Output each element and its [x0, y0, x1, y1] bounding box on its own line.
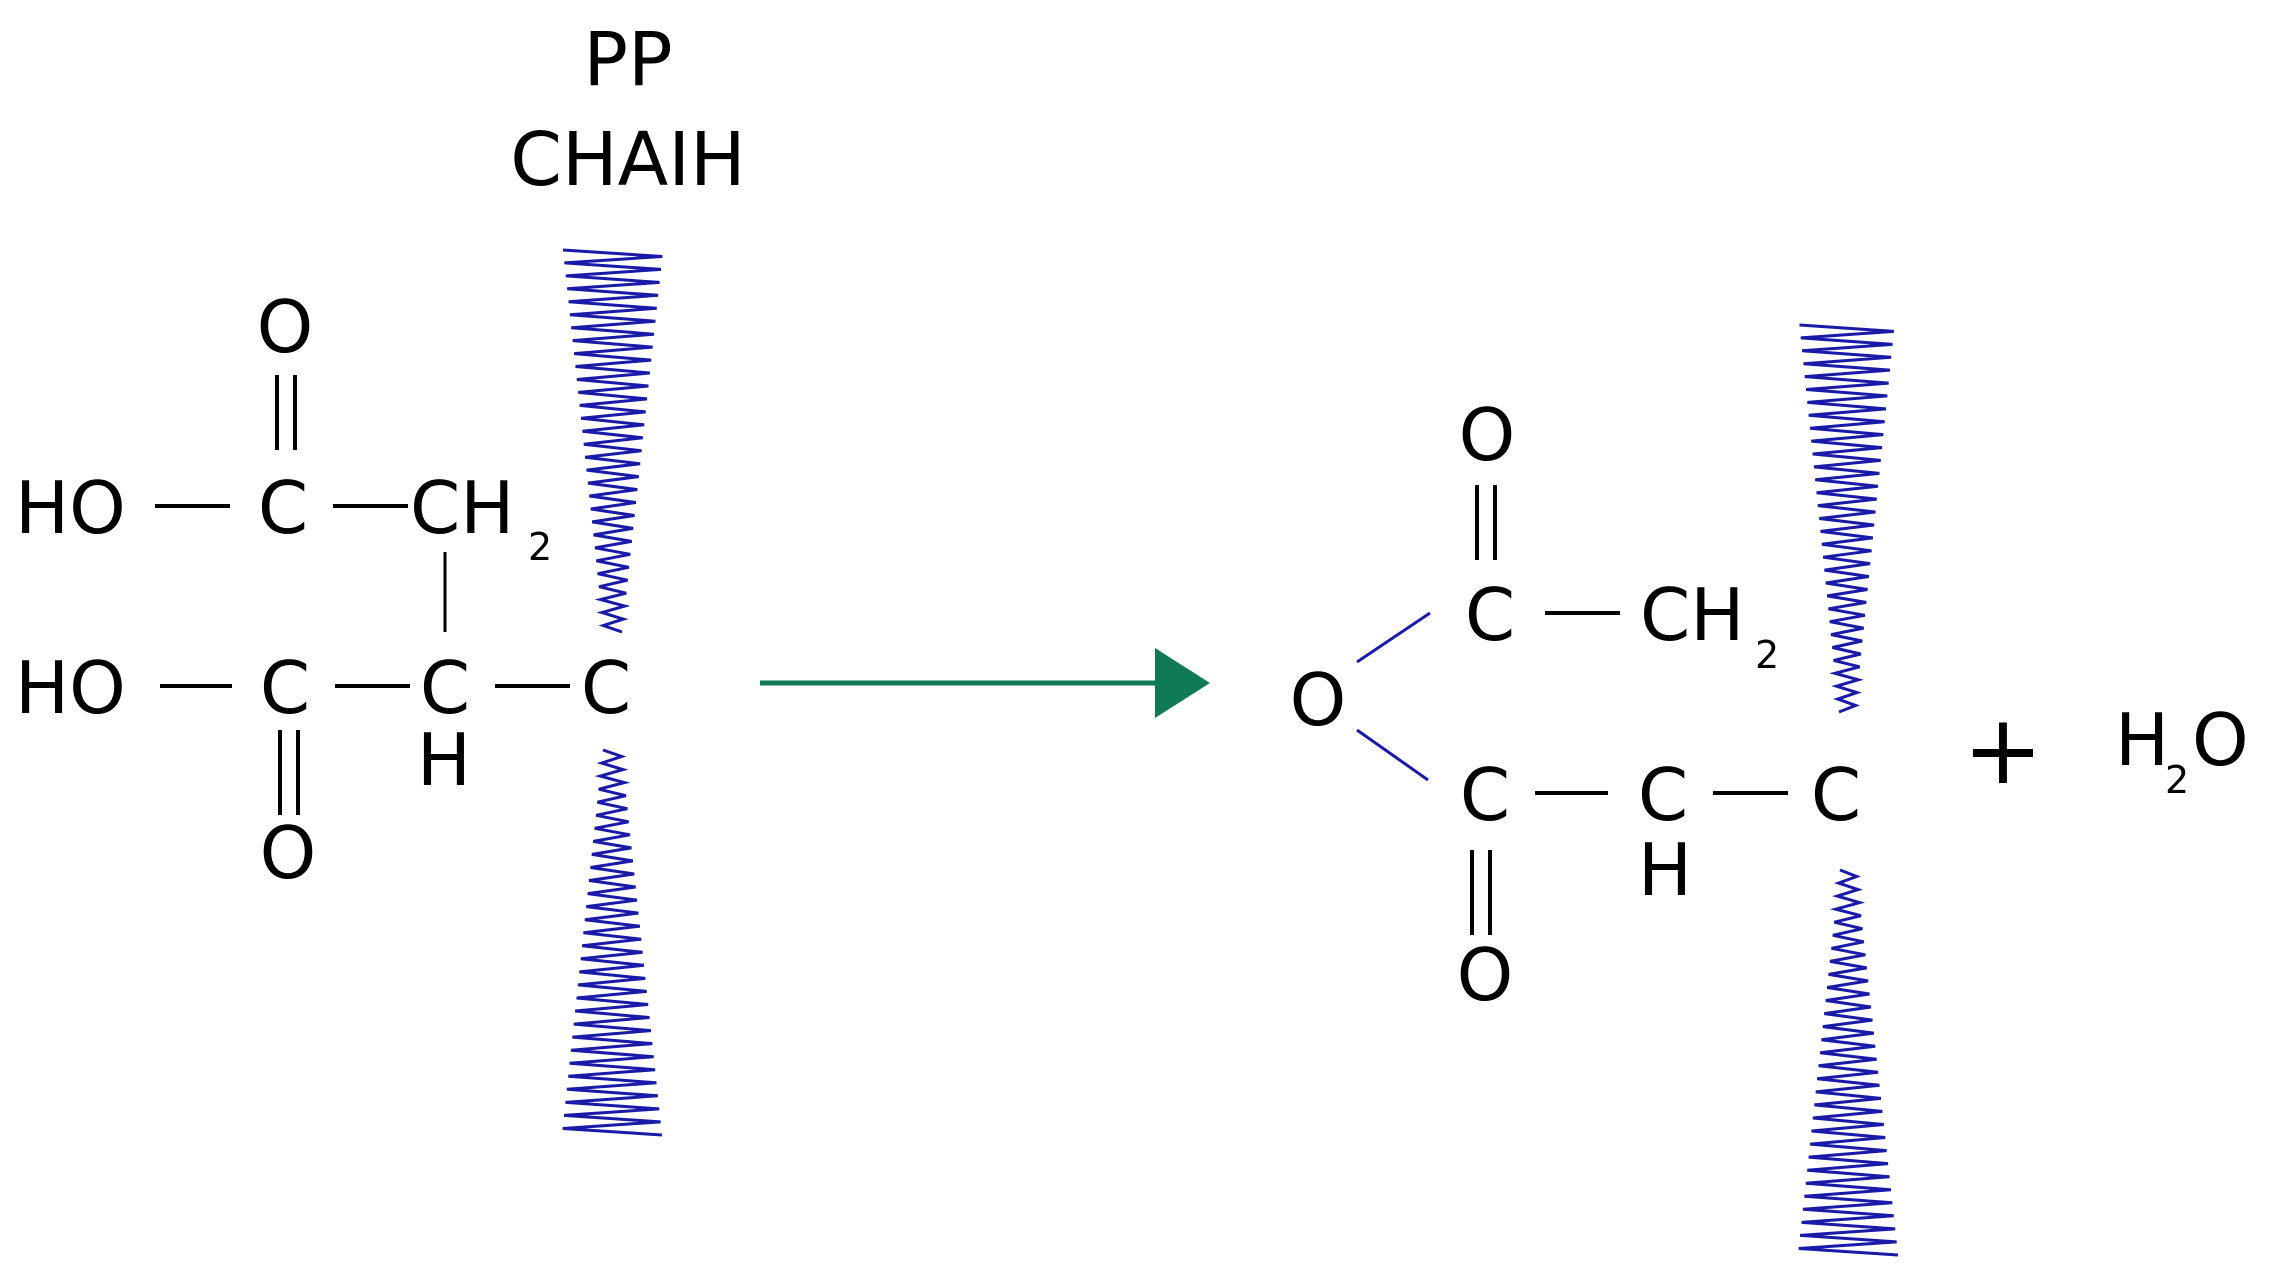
atom-label: O [257, 285, 314, 369]
polymer-chain-zigzag [1799, 323, 1894, 714]
atom-label: C [1465, 573, 1515, 657]
ring-bond [1356, 728, 1429, 782]
product-molecule: O C CH 2 O C C H C O [1290, 393, 1861, 1017]
polymer-label-pp: PP [583, 17, 672, 103]
subscript-label: 2 [1755, 633, 1779, 677]
reaction-arrow [760, 648, 1210, 718]
atom-label: C [260, 646, 310, 730]
atom-label: C [420, 646, 470, 730]
atom-label: O [1290, 658, 1347, 742]
atom-label: C [581, 646, 631, 730]
atom-label: H [417, 718, 471, 802]
ring-bond [1356, 611, 1431, 664]
polymer-chain-zigzag [1798, 868, 1899, 1257]
atom-label: C [1638, 753, 1688, 837]
atom-label: O [260, 811, 317, 895]
plus-sign: + [1963, 694, 2043, 806]
atom-label: C [1460, 753, 1510, 837]
atom-label: C [1811, 753, 1861, 837]
polymer-label-chain: CHAIH [510, 117, 745, 203]
atom-label: HO [15, 646, 126, 730]
atom-label: H [2115, 698, 2169, 782]
atom-label: O [1459, 393, 1516, 477]
atom-label: H [1638, 828, 1692, 912]
atom-label: CH [410, 466, 514, 550]
atom-label: O [1457, 933, 1514, 1017]
atom-label: HO [15, 466, 126, 550]
subscript-label: 2 [528, 525, 552, 569]
subscript-label: 2 [2165, 758, 2189, 802]
polymer-chain-zigzag [562, 248, 663, 634]
polymer-chain-zigzag [562, 748, 663, 1137]
atom-label: CH [1640, 573, 1744, 657]
atom-label: O [2192, 698, 2249, 782]
atom-label: C [258, 466, 308, 550]
byproduct-water: + H 2 O [1963, 694, 2249, 806]
reactant-molecule: O HO C CH 2 HO C C H C O [15, 285, 631, 895]
